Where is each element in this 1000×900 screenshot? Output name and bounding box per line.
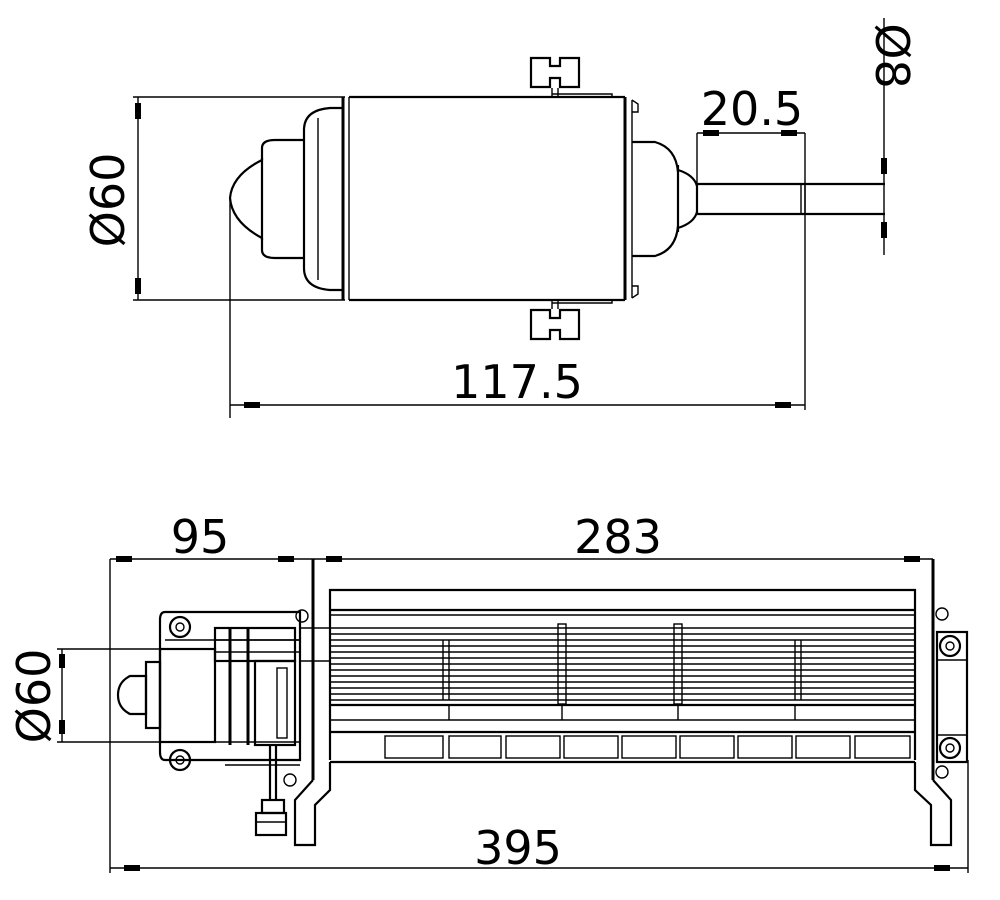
blower-length-label: 283 [574, 510, 662, 564]
motor-shaft [695, 182, 885, 216]
left-section-label: 95 [171, 510, 230, 564]
shaft-length-dimension: 20.5 [696, 82, 806, 410]
overall-length-label: 395 [474, 821, 562, 875]
bottom-dimension: 395 [110, 760, 969, 875]
outlet-grille [330, 730, 915, 764]
fan-motor [116, 626, 330, 747]
top-dimensions: 95 283 [109, 510, 934, 873]
overall-motor-length-label: 117.5 [451, 355, 583, 409]
housing-feet [293, 762, 953, 847]
shaft-diameter-dimension: Ø8 [865, 18, 919, 255]
motor-body [349, 95, 639, 302]
shaft-diameter-label: Ø8 [865, 23, 919, 88]
front-end-cap [632, 140, 699, 258]
left-bracket [158, 609, 309, 787]
motor-diameter-dimension: Ø60 [81, 96, 345, 301]
rear-end-cap [228, 97, 350, 300]
fan-assembly-view: 95 283 395 Ø60 [7, 510, 969, 875]
fan-motor-diameter-label: Ø60 [7, 649, 61, 744]
motor-top-view: Ø60 [81, 18, 919, 418]
impeller-blades [330, 623, 915, 721]
mounting-clip-bottom [529, 300, 613, 341]
power-connector [254, 745, 288, 837]
motor-diameter-label: Ø60 [81, 153, 135, 248]
overall-motor-length-dimension: 117.5 [229, 198, 805, 418]
right-bracket [935, 607, 969, 779]
fan-motor-diameter-dimension: Ø60 [7, 648, 160, 744]
mounting-clip-top [529, 56, 613, 97]
shaft-length-label: 20.5 [701, 82, 803, 136]
blower-housing [311, 559, 935, 780]
